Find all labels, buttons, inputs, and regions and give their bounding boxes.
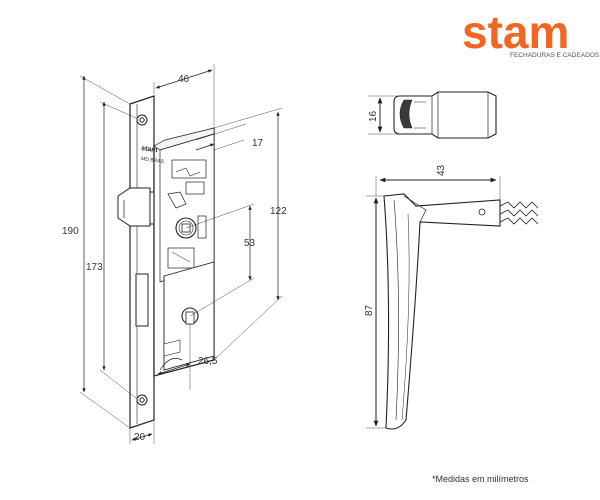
label-faceplate-height: 173: [86, 262, 103, 273]
faceplate-screw-bottom: [136, 394, 148, 406]
dim-line-width: [155, 69, 213, 89]
plate-mark: stam: [141, 145, 158, 154]
label-hub-to-cylinder: 53: [244, 238, 256, 249]
faceplate-screw-top: [136, 114, 148, 126]
lock-dimension-lines: [79, 64, 283, 444]
label-cylinder-offset: 26,5: [198, 356, 218, 367]
handle-top-view: [368, 91, 497, 139]
dim-line-faceplate-width: [131, 433, 153, 441]
brand-tagline: FECHADURAS E CADEADOS: [510, 52, 600, 59]
label-faceplate-width: 20: [134, 432, 146, 443]
handle-rosette-edge: [399, 99, 413, 129]
plate-submark: MD BRAS: [141, 156, 165, 165]
brand-logo: stam FECHADURAS E CADEADOS: [462, 6, 600, 59]
label-width: 46: [178, 74, 190, 85]
lever-handle: [383, 193, 501, 430]
handle-side-view: [366, 176, 539, 430]
brand-logo-wordmark: stam: [462, 6, 569, 58]
label-handle-thickness: 16: [368, 110, 379, 122]
label-height-total: 190: [62, 226, 79, 237]
label-handle-height: 87: [364, 304, 375, 316]
label-backset: 17: [252, 138, 264, 149]
latch-bolt: [117, 187, 151, 227]
label-handle-length: 43: [436, 164, 447, 176]
dim-line-cylinder-offset: [157, 363, 191, 375]
mortise-lock-drawing: stam MD BRAS: [117, 95, 215, 429]
label-body-height: 122: [270, 206, 287, 217]
dim-line-backset: [195, 143, 215, 151]
deadbolt-slot: [135, 273, 149, 327]
footnote-units: *Medidas em milímetros: [432, 474, 529, 484]
